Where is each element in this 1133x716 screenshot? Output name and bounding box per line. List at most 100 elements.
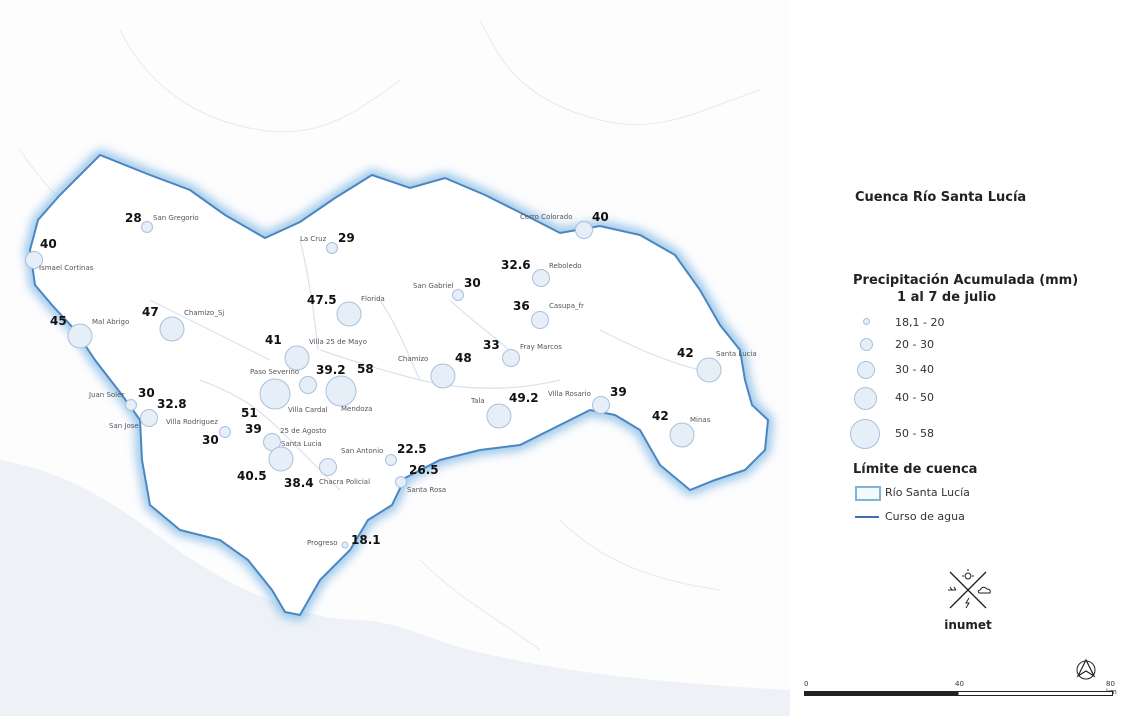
station-value: 33	[483, 338, 500, 352]
station-value: 40.5	[237, 469, 267, 483]
station-name: 25 de Agosto	[280, 427, 326, 435]
station-name: Tala	[470, 397, 485, 405]
station-name: San Gregorio	[153, 214, 199, 222]
station-name: Reboledo	[549, 262, 582, 270]
station-circle	[452, 289, 464, 301]
station-name: San Antonio	[341, 447, 383, 455]
station-marker: Santa Lucia 42	[677, 346, 757, 383]
size-class-label: 30 - 40	[895, 363, 934, 376]
station-value: 26.5	[409, 463, 439, 477]
station-circle	[299, 376, 317, 394]
station-marker: Mal Abrigo 45	[50, 314, 129, 349]
size-swatch	[850, 419, 880, 449]
station-value: 32.6	[501, 258, 531, 272]
station-marker: Fray Marcos 33	[483, 338, 562, 367]
station-value: 51	[241, 406, 258, 420]
station-circle	[336, 301, 362, 327]
station-name: Santa Lucia	[716, 350, 757, 358]
station-value: 58	[357, 362, 374, 376]
station-circle	[325, 375, 357, 407]
precipitation-period: 1 al 7 de julio	[897, 290, 997, 305]
station-name: Villa 25 de Mayo	[309, 338, 367, 346]
station-marker: Chamizo 48	[398, 351, 472, 389]
station-name: Chamizo	[398, 355, 428, 363]
station-value: 39	[610, 385, 627, 399]
station-value: 48	[455, 351, 472, 365]
station-name: Fray Marcos	[520, 343, 562, 351]
precipitation-title-text: Precipitación Acumulada (mm)	[853, 273, 1079, 288]
station-name: Villa Rosario	[548, 390, 591, 398]
station-value: 36	[513, 299, 530, 313]
station-circle	[219, 426, 231, 438]
station-circle	[140, 409, 158, 427]
station-name: Juan Soler	[88, 391, 124, 399]
station-name: Casupa_fr	[549, 302, 584, 310]
size-swatch	[863, 318, 870, 325]
station-name: San Jose	[109, 422, 139, 430]
river-label: Curso de agua	[885, 510, 965, 523]
size-class-label: 40 - 50	[895, 391, 934, 404]
scale-bar: 0 40 80 km	[804, 680, 1117, 710]
station-value: 47.5	[307, 293, 337, 307]
station-circle	[696, 357, 722, 383]
station-circle	[532, 269, 550, 287]
station-circle	[25, 251, 43, 269]
station-marker: Santa Lucia 40.5	[237, 440, 322, 483]
station-circle	[67, 323, 93, 349]
station-value: 42	[677, 346, 694, 360]
scale-tick: 0	[804, 680, 809, 688]
station-circle	[284, 345, 310, 371]
station-value: 42	[652, 409, 669, 423]
station-circle	[326, 242, 338, 254]
station-marker: Florida 47.5	[307, 293, 385, 327]
station-name: Santa Rosa	[407, 486, 446, 494]
station-name: Cerro Colorado	[520, 213, 572, 221]
size-class-label: 18,1 - 20	[895, 316, 945, 329]
station-circle	[125, 399, 137, 411]
station-circle	[319, 458, 337, 476]
station-circle	[531, 311, 549, 329]
size-swatch	[860, 338, 873, 351]
size-swatch	[857, 361, 875, 379]
inumet-logo-icon	[948, 569, 991, 609]
station-value: 41	[265, 333, 282, 347]
station-name: Mal Abrigo	[92, 318, 129, 326]
station-name: Chamizo_Sj	[184, 309, 224, 317]
station-name: Santa Lucia	[281, 440, 322, 448]
station-marker: Reboledo 32.6	[501, 258, 582, 287]
station-name: Paso Severino	[250, 368, 299, 376]
station-circle	[669, 422, 695, 448]
size-swatch	[854, 387, 877, 410]
station-value: 30	[464, 276, 481, 290]
station-circle	[592, 396, 610, 414]
station-value: 22.5	[397, 442, 427, 456]
map-legend: Cuenca Río Santa Lucía Precipitación Acu…	[790, 180, 1130, 700]
inumet-logo: inumet	[938, 568, 998, 638]
station-name: Progreso	[307, 539, 338, 547]
logo-text: inumet	[944, 618, 992, 632]
scale-tick: 40	[955, 680, 964, 688]
station-name: Florida	[361, 295, 385, 303]
station-marker: San Antonio 22.5	[341, 442, 427, 466]
station-marker: Santa Rosa 26.5	[395, 463, 446, 494]
station-value: 45	[50, 314, 67, 328]
station-circle	[141, 221, 153, 233]
station-name: San Gabriel	[413, 282, 454, 290]
station-circle	[430, 363, 456, 389]
precipitation-title: Precipitación Acumulada (mm) 1 al 7 de j…	[853, 272, 1078, 306]
station-value: 30	[202, 433, 219, 447]
size-class-label: 50 - 58	[895, 427, 934, 440]
basin-label: Río Santa Lucía	[885, 486, 970, 499]
scale-line	[804, 691, 1113, 696]
station-value: 29	[338, 231, 355, 245]
basin-swatch	[855, 486, 881, 501]
